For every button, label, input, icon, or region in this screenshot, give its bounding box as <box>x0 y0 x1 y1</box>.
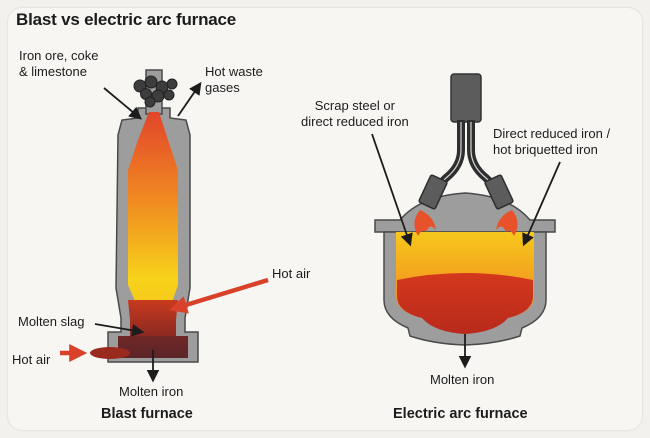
blast-furnace-hearth <box>118 336 188 358</box>
electrode-left <box>418 174 448 210</box>
label-scrap-steel: Scrap steel or direct reduced iron <box>301 98 409 129</box>
waste-gas-arrow <box>177 81 202 117</box>
blast-furnace <box>60 69 269 383</box>
electrode-head <box>450 73 482 123</box>
scrap-input-arrow <box>371 133 413 247</box>
label-eaf-molten-iron: Molten iron <box>430 372 495 387</box>
label-iron-ore-coke-limestone: Iron ore, coke & limestone <box>19 48 99 79</box>
caption-electric-arc-furnace: Electric arc furnace <box>393 406 528 422</box>
hot-air-right-arrow <box>169 277 269 314</box>
charge-lumps <box>133 75 178 108</box>
arc-flame-right <box>496 210 518 236</box>
figure-title: Blast vs electric arc furnace <box>16 10 237 29</box>
eaf-molten-bath <box>397 273 533 334</box>
electric-arc-furnace <box>371 73 561 369</box>
label-hot-waste-gases: Hot waste gases <box>205 64 263 95</box>
inputs-arrow <box>103 87 142 120</box>
label-hot-air-left: Hot air <box>12 352 51 367</box>
blast-furnace-flame <box>128 112 178 308</box>
electrode-right <box>484 174 514 210</box>
caption-blast-furnace: Blast furnace <box>101 406 193 422</box>
tuyere-blast <box>90 347 130 359</box>
arc-flame-left <box>414 210 436 236</box>
molten-slag-arrow <box>94 323 145 337</box>
eaf-lid <box>374 192 556 233</box>
label-hot-air-right: Hot air <box>272 266 311 281</box>
label-molten-slag: Molten slag <box>18 314 85 329</box>
label-direct-reduced-iron: Direct reduced iron / hot briquetted iro… <box>493 126 611 157</box>
electrode-cable-left-highlight <box>431 122 462 193</box>
label-blast-molten-iron: Molten iron <box>119 384 184 399</box>
electrode-cable-right-highlight <box>470 122 501 193</box>
dri-input-arrow <box>522 161 561 247</box>
